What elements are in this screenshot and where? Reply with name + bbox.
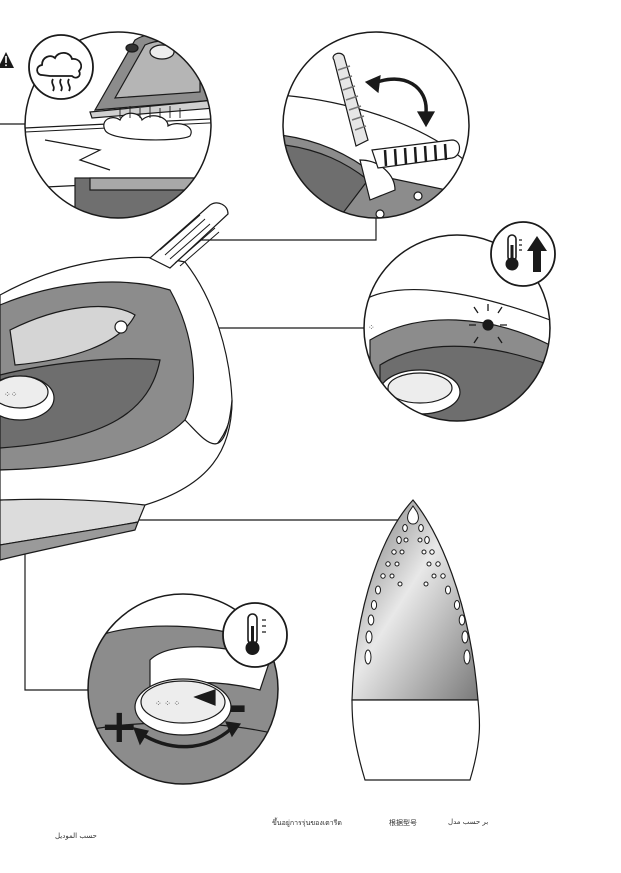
dial-minus-sign: - bbox=[228, 679, 247, 733]
warning-triangle-icon bbox=[0, 52, 14, 68]
svg-text:⁘⁘: ⁘⁘ bbox=[4, 390, 17, 399]
svg-text:⁘: ⁘ bbox=[368, 323, 375, 332]
steam-cloud-icon bbox=[29, 35, 93, 99]
thermometer-arrow-up-icon bbox=[491, 222, 555, 286]
caption-arabic: حسب الموديل bbox=[55, 832, 97, 840]
cord-guard bbox=[150, 203, 228, 268]
dial-plus-sign: + bbox=[100, 699, 139, 753]
cord-pivot-detail-circle bbox=[280, 32, 470, 230]
indicator-light bbox=[115, 321, 127, 333]
thermometer-icon bbox=[223, 603, 287, 667]
caption-persian: بر حسب مدل bbox=[448, 818, 488, 826]
caption-thai: ขึ้นอยู่การรุ่นของเตารีด bbox=[272, 818, 342, 829]
svg-text:⁘ ⁘ ⁘: ⁘ ⁘ ⁘ bbox=[155, 699, 180, 708]
caption-chinese: 根据型号 bbox=[389, 818, 417, 828]
soleplate bbox=[352, 500, 480, 780]
